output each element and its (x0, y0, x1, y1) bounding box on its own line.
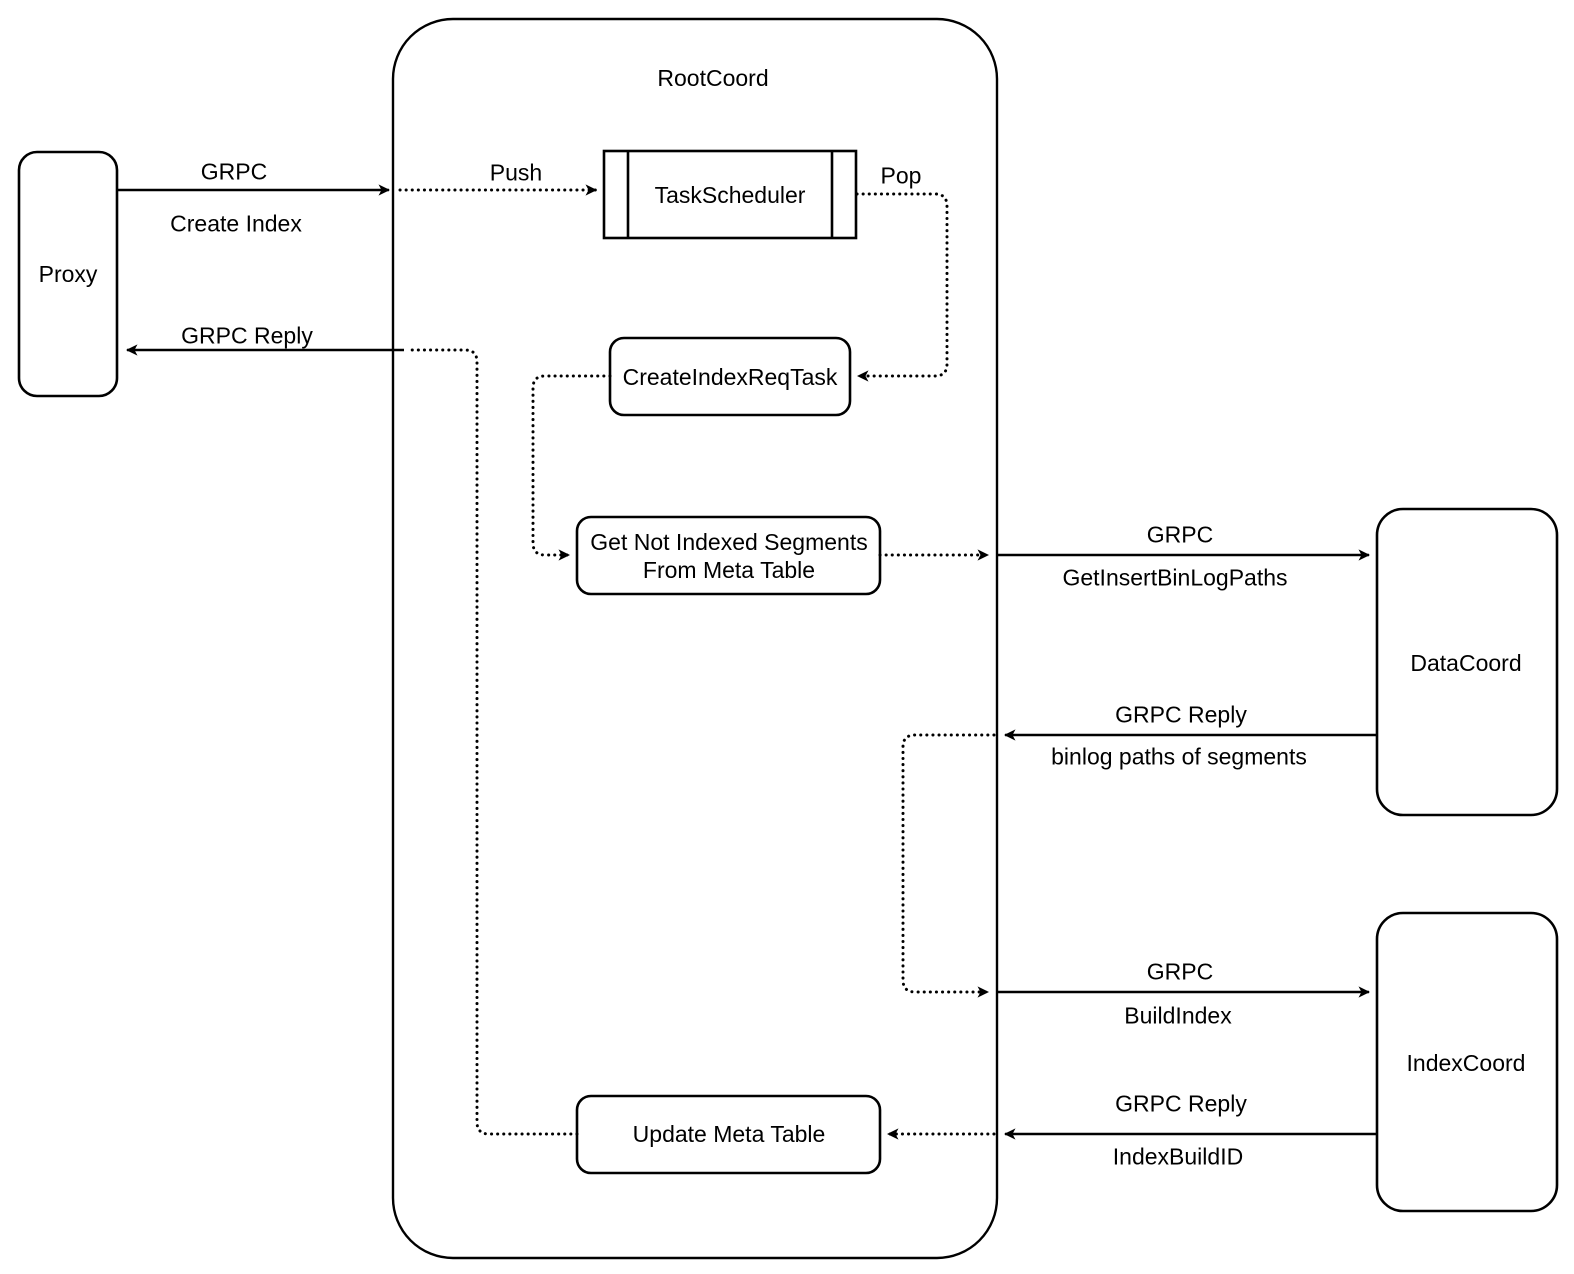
edge-updatemeta-to-grpcreply (410, 348, 579, 1136)
createindexreqtask-node[interactable] (608, 336, 852, 417)
rootcoord-container (391, 17, 999, 1260)
proxy-node[interactable] (17, 150, 119, 398)
edge-pop-to-createindexreqtask (855, 192, 949, 382)
edge-binlog-to-buildindex (901, 733, 996, 998)
datacoord-node[interactable] (1375, 507, 1559, 817)
taskscheduler-node[interactable] (602, 149, 858, 240)
get-not-indexed-segments-node[interactable] (575, 515, 882, 596)
indexcoord-node[interactable] (1375, 911, 1559, 1213)
update-meta-table-node[interactable] (575, 1094, 882, 1175)
